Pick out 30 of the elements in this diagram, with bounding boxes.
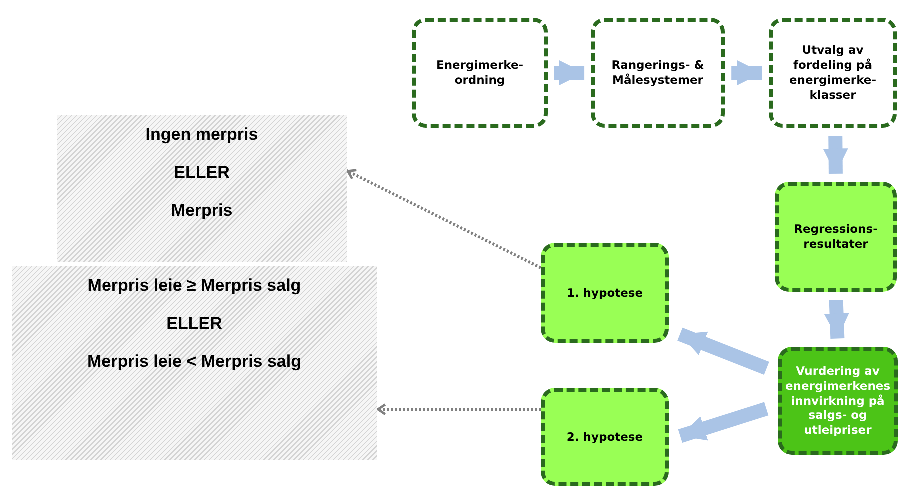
- dotted-arrow: [377, 404, 541, 416]
- hatched-panel: [57, 115, 347, 262]
- hatched-panel: [12, 266, 377, 460]
- dotted-arrow: [346, 169, 542, 270]
- process-box: [778, 347, 898, 455]
- node-text: Energimerke-ordning: [435, 58, 525, 88]
- node-text: Merpris: [171, 201, 233, 221]
- block-arrow: [678, 402, 769, 443]
- node-text: 1. hypotese: [566, 286, 644, 300]
- block-arrow: [824, 300, 850, 339]
- process-box: [541, 243, 669, 343]
- node-text: Merpris leie ≥ Merpris salg: [88, 276, 302, 296]
- block-arrow: [554, 60, 585, 86]
- process-box: [541, 388, 669, 486]
- process-box: [412, 18, 548, 128]
- node-text: 2. hypotese: [566, 430, 644, 444]
- process-box: [775, 182, 897, 292]
- block-arrow: [678, 328, 770, 376]
- node-text: Utvalg av fordeling på energimerke-klasser: [788, 43, 878, 103]
- process-box: [591, 18, 725, 128]
- node-text: ELLER: [166, 314, 222, 334]
- node-text: Vurdering av energimerkenes innvirkning på salgs- og utleipriser: [785, 364, 891, 438]
- node-text: Regressions-resultater: [793, 222, 879, 252]
- node-text: Ingen merpris: [146, 125, 258, 145]
- block-arrow: [823, 136, 848, 174]
- node-text: ELLER: [174, 163, 230, 183]
- block-arrow: [732, 60, 762, 86]
- node-text: Merpris leie < Merpris salg: [87, 352, 302, 372]
- node-text: Rangerings- & Målesystemer: [610, 58, 706, 88]
- process-box: [769, 18, 897, 128]
